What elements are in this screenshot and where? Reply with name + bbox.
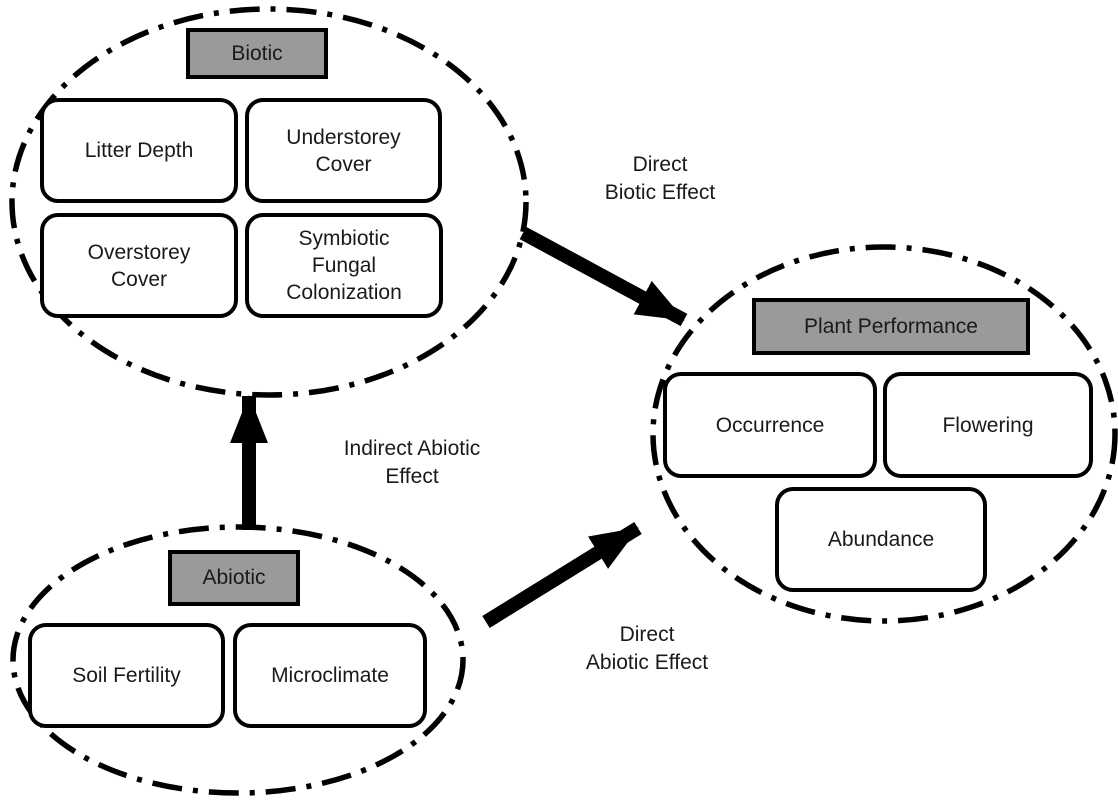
direct-biotic-effect-label-line2: Biotic Effect: [604, 180, 716, 204]
direct-abiotic-effect-arrow: [482, 522, 642, 628]
abiotic-group-header: Abiotic: [168, 550, 300, 606]
indirect-abiotic-effect-label-line2: Effect: [385, 464, 439, 488]
direct-biotic-effect-arrow: [519, 226, 688, 327]
node-flowering: Flowering: [883, 372, 1093, 478]
abiotic-group-ellipse: [10, 524, 466, 796]
direct-abiotic-effect-label-line1: Direct: [619, 623, 675, 646]
indirect-abiotic-effect-label: Indirect Abiotic Effect: [302, 435, 522, 490]
node-occurrence: Occurrence: [663, 372, 877, 478]
node-symbiotic-fungal-colonization: Symbiotic Fungal Colonization: [245, 213, 443, 318]
node-microclimate: Microclimate: [233, 623, 427, 728]
direct-abiotic-effect-label: Direct Abiotic Effect: [537, 621, 757, 676]
node-understorey-cover: Understorey Cover: [245, 98, 442, 203]
node-abundance: Abundance: [775, 487, 987, 592]
plant-performance-group-header: Plant Performance: [752, 298, 1030, 355]
node-overstorey-cover: Overstorey Cover: [40, 213, 238, 318]
node-soil-fertility: Soil Fertility: [28, 623, 225, 728]
biotic-group-ellipse: [9, 6, 529, 398]
biotic-group-header: Biotic: [186, 28, 328, 79]
direct-biotic-effect-label: Direct Biotic Effect: [550, 151, 770, 206]
direct-abiotic-effect-label-line2: Abiotic Effect: [585, 650, 709, 674]
direct-biotic-effect-label-line1: Direct: [632, 153, 688, 176]
plant-performance-group-ellipse: [650, 244, 1118, 624]
node-litter-depth: Litter Depth: [40, 98, 238, 203]
indirect-abiotic-effect-label-line1: Indirect Abiotic: [343, 437, 481, 460]
